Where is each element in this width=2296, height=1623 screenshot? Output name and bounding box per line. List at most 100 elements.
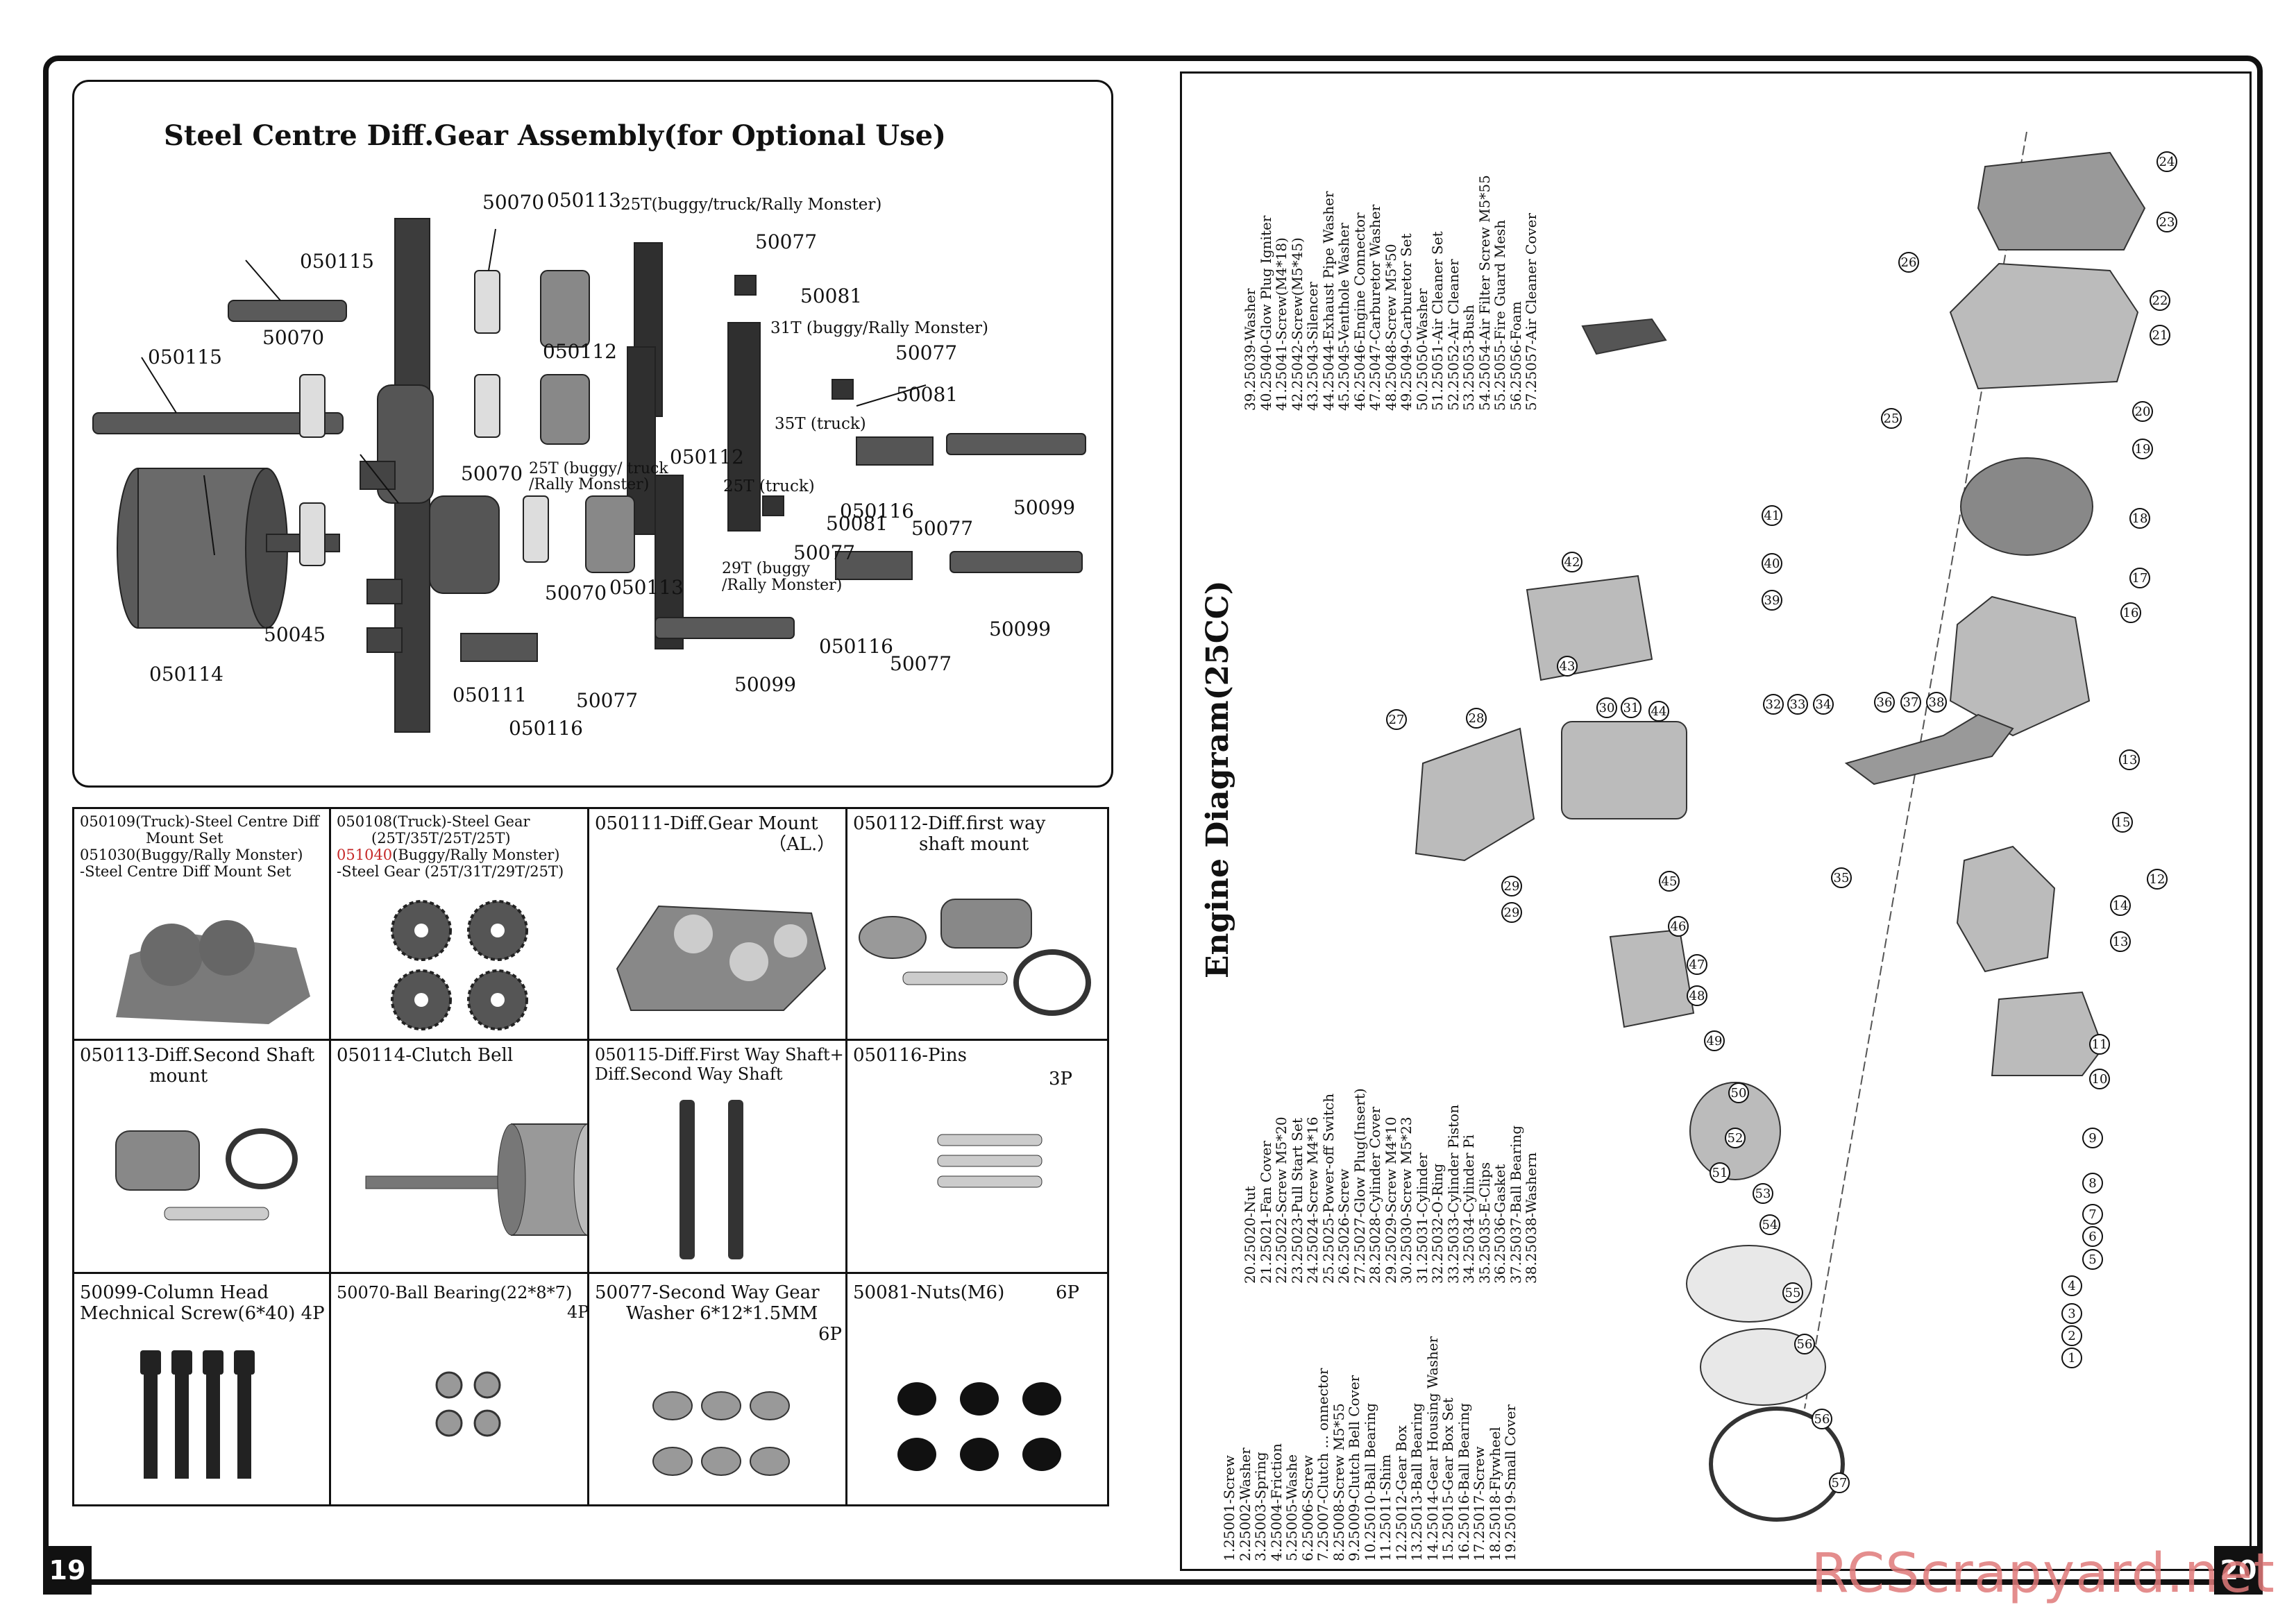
parts-list-item: 6.25006-Screw bbox=[1299, 1455, 1316, 1561]
part-label: -Steel Gear (25T/31T/29T/25T) bbox=[337, 863, 564, 880]
parts-table: 050109(Truck)-Steel Centre Diff Mount Se… bbox=[72, 807, 1109, 1506]
engine-callout-21: 21 bbox=[2150, 325, 2170, 346]
parts-cell-050109: 050109(Truck)-Steel Centre Diff Mount Se… bbox=[74, 809, 331, 1041]
steel-gears-image bbox=[391, 900, 528, 1030]
callout-25t-mid: 25T (buggy/ truck /Rally Monster) bbox=[529, 460, 668, 493]
callout-050113-top: 050113 bbox=[547, 189, 621, 212]
second-shaft-mount-image bbox=[115, 1128, 298, 1221]
part-label: 050112-Diff.first way bbox=[853, 813, 1046, 834]
engine-callout-56b: 56 bbox=[1812, 1409, 1832, 1429]
engine-diagram-title: Engine Diagram(25CC) bbox=[1200, 580, 1235, 978]
diff-gear-mount-image bbox=[616, 905, 827, 1011]
callout-35t: 35T (truck) bbox=[775, 415, 866, 433]
part-label: 050109(Truck)-Steel Centre Diff bbox=[80, 813, 319, 830]
parts-cell-050114: 050114-Clutch Bell bbox=[331, 1041, 589, 1274]
engine-callout-39: 39 bbox=[1762, 590, 1782, 611]
engine-callout-10: 10 bbox=[2089, 1069, 2110, 1089]
parts-cell-50070: 50070-Ball Bearing(22*8*7) 4P bbox=[331, 1274, 589, 1504]
parts-list-item: 28.25028-Cylinder Cover bbox=[1367, 1106, 1383, 1284]
diff-gear-exploded-diagram bbox=[92, 218, 1086, 733]
engine-exploded-diagram bbox=[1415, 131, 2146, 1522]
callout-50045: 50045 bbox=[264, 623, 326, 646]
engine-callout-20: 20 bbox=[2132, 401, 2153, 422]
callout-31t: 31T (buggy/Rally Monster) bbox=[770, 319, 989, 337]
part-label: shaft mount bbox=[919, 834, 1029, 855]
first-way-shaft-mount-image bbox=[859, 899, 1091, 1016]
callout-050112-2: 050112 bbox=[670, 445, 744, 468]
parts-list-item: 26.25026-Screw bbox=[1335, 1169, 1352, 1284]
engine-callout-41: 41 bbox=[1762, 505, 1782, 526]
engine-callout-6: 6 bbox=[2082, 1226, 2103, 1247]
engine-callout-9: 9 bbox=[2082, 1128, 2103, 1148]
part-label: 50077-Second Way Gear bbox=[595, 1282, 820, 1303]
callout-50077-3: 50077 bbox=[911, 517, 974, 540]
parts-list-item: 22.25022-Screw M5*20 bbox=[1273, 1116, 1290, 1284]
engine-callout-26: 26 bbox=[1898, 252, 1919, 273]
part-label: Diff.Second Way Shaft bbox=[595, 1064, 783, 1084]
crankshaft-drawing bbox=[1844, 713, 2014, 785]
callout-50070-top: 50070 bbox=[482, 191, 545, 214]
engine-callout-48: 48 bbox=[1687, 985, 1707, 1006]
part-label: 050111-Diff.Gear Mount bbox=[595, 813, 818, 834]
engine-callout-38: 38 bbox=[1926, 692, 1947, 713]
callout-50077-2: 50077 bbox=[895, 341, 958, 364]
parts-cell-50099: 50099-Column Head Mechnical Screw(6*40) … bbox=[74, 1274, 331, 1504]
parts-list-item: 39.25039-Washer bbox=[1242, 288, 1258, 411]
parts-list-item: 1.25001-Screw bbox=[1221, 1455, 1238, 1561]
parts-list-item: 4.25004-Friction bbox=[1267, 1443, 1285, 1561]
callout-25t-top: 25T(buggy/truck/Rally Monster) bbox=[621, 196, 882, 214]
part-label: 050115-Diff.First Way Shaft+ bbox=[595, 1045, 844, 1064]
callout-50081-1: 50081 bbox=[800, 284, 863, 307]
part-label: Washer 6*12*1.5MM bbox=[626, 1303, 818, 1324]
left-diagram-panel bbox=[72, 80, 1113, 788]
part-number-highlight: 051040 bbox=[337, 847, 393, 863]
callout-50070-2: 50070 bbox=[262, 326, 325, 349]
callout-50077-6: 50077 bbox=[576, 689, 639, 712]
engine-callout-54: 54 bbox=[1759, 1214, 1780, 1235]
engine-callout-45: 45 bbox=[1659, 871, 1680, 892]
clutch-bell-image bbox=[365, 1123, 587, 1236]
pins-image bbox=[937, 1134, 1043, 1188]
part-label: 050114-Clutch Bell bbox=[337, 1045, 514, 1066]
engine-callout-34: 34 bbox=[1813, 694, 1834, 715]
engine-callout-16: 16 bbox=[2120, 602, 2141, 623]
gear-washers-image bbox=[652, 1391, 790, 1476]
part-label: 051030(Buggy/Rally Monster) bbox=[80, 847, 303, 863]
silencer-drawing bbox=[1526, 575, 1653, 681]
callout-050111: 050111 bbox=[453, 683, 527, 706]
engine-callout-32: 32 bbox=[1763, 694, 1784, 715]
callout-050114: 050114 bbox=[149, 663, 223, 686]
parts-list-item: 8.25008-Screw M5*55 bbox=[1330, 1403, 1347, 1561]
engine-callout-18: 18 bbox=[2129, 508, 2150, 529]
engine-callout-46: 46 bbox=[1668, 916, 1689, 937]
callout-50099-3: 50099 bbox=[734, 673, 797, 696]
part-label: (25T/35T/25T/25T) bbox=[371, 830, 511, 847]
engine-callout-56a: 56 bbox=[1794, 1334, 1815, 1354]
parts-list-item: 21.25021-Fan Cover bbox=[1257, 1141, 1274, 1284]
engine-callout-13a: 13 bbox=[2119, 749, 2140, 770]
engine-callout-42: 42 bbox=[1562, 552, 1582, 572]
engine-callout-43: 43 bbox=[1557, 656, 1578, 677]
engine-callout-29a: 29 bbox=[1501, 902, 1522, 923]
engine-callout-5: 5 bbox=[2082, 1249, 2103, 1270]
parts-list-item: 46.25046-Engine Connector bbox=[1351, 212, 1368, 411]
part-label: Mechnical Screw(6*40) 4P bbox=[80, 1303, 325, 1324]
engine-callout-13b: 13 bbox=[2110, 931, 2131, 952]
left-page-title: Steel Centre Diff.Gear Assembly(for Opti… bbox=[164, 119, 946, 152]
parts-cell-50077: 50077-Second Way Gear Washer 6*12*1.5MM … bbox=[589, 1274, 847, 1504]
callout-50081-2: 50081 bbox=[896, 383, 959, 406]
engine-callout-49: 49 bbox=[1704, 1030, 1725, 1051]
engine-callout-14: 14 bbox=[2110, 895, 2131, 916]
engine-callout-37: 37 bbox=[1900, 692, 1921, 713]
callout-50077-4: 50077 bbox=[793, 541, 856, 564]
watermark: RCScrapyard.net bbox=[1811, 1543, 2275, 1605]
callout-25t-truck: 25T (truck) bbox=[723, 477, 815, 495]
engine-callout-52: 52 bbox=[1725, 1128, 1746, 1148]
part-label: Mount Set bbox=[146, 830, 223, 847]
parts-cell-050111: 050111-Diff.Gear Mount （AL.） bbox=[589, 809, 847, 1041]
part-qty: 6P bbox=[818, 1324, 843, 1345]
callout-50099-2: 50099 bbox=[989, 618, 1052, 640]
gear-box-drawing bbox=[1956, 845, 2056, 973]
engine-callout-25: 25 bbox=[1881, 408, 1902, 429]
callout-50077-5: 50077 bbox=[890, 652, 952, 675]
